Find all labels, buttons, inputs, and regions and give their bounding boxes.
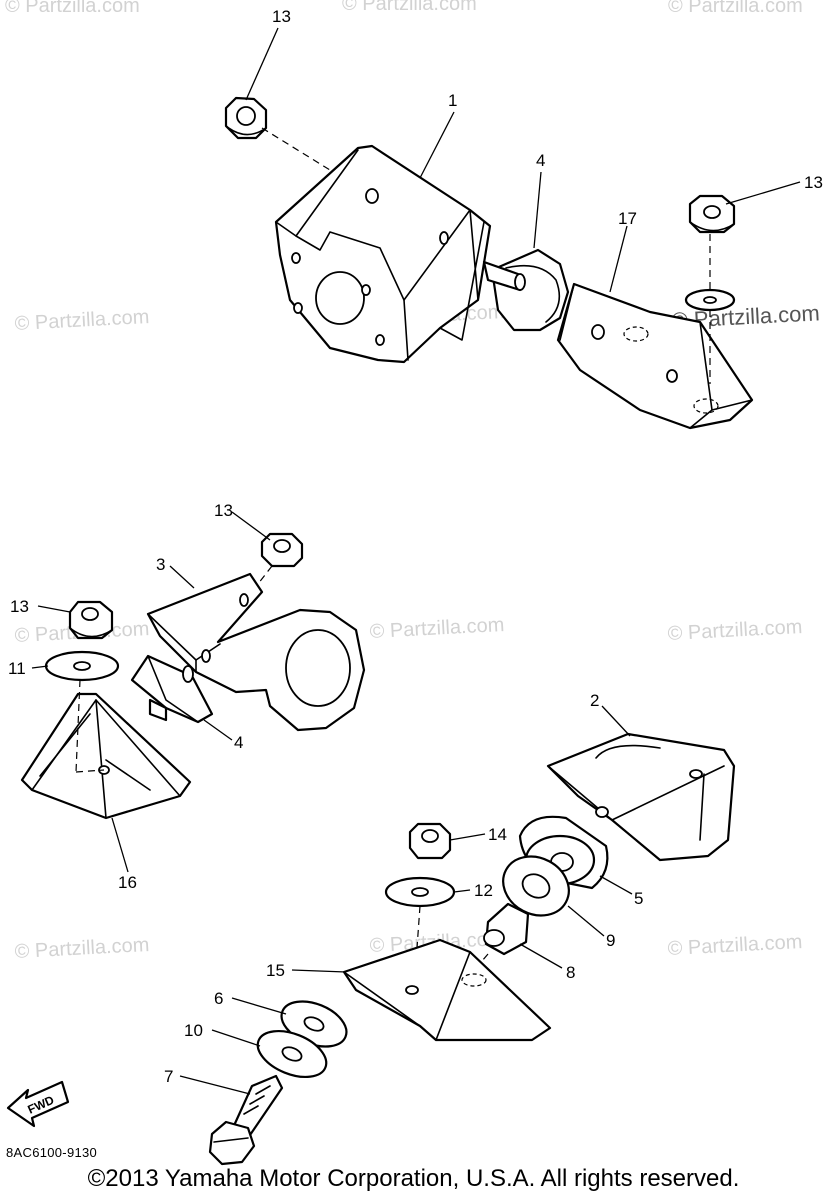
callout-9: 9 [606, 931, 615, 950]
callout-8: 8 [566, 963, 575, 982]
callout-16: 16 [118, 873, 137, 892]
callout-1: 1 [448, 91, 457, 110]
callout-3: 3 [156, 555, 165, 574]
washer-9 [502, 855, 570, 917]
callouts: 13 1 4 13 17 13 3 13 11 4 16 2 14 12 5 9… [8, 7, 823, 1086]
fastener-axis [261, 127, 373, 197]
callout-7: 7 [164, 1067, 173, 1086]
nut-13-mid-upper [260, 532, 304, 568]
callout-17: 17 [618, 209, 637, 228]
copyright-notice: ©2013 Yamaha Motor Corporation, U.S.A. A… [87, 1165, 740, 1192]
nut-14 [408, 822, 452, 860]
watermark: © Partzilla.com [668, 0, 803, 17]
callout-13: 13 [214, 501, 233, 520]
watermark: © Partzilla.com [14, 934, 150, 963]
callout-4: 4 [536, 151, 545, 170]
rubber-mount-5 [518, 815, 609, 890]
callout-4: 4 [234, 733, 243, 752]
engine-mount-4-mid [130, 654, 214, 724]
callout-13: 13 [804, 173, 823, 192]
callout-11: 11 [8, 659, 26, 678]
callout-12: 12 [474, 881, 493, 900]
nut-13-top [224, 96, 268, 140]
watermark: © Partzilla.com [342, 0, 477, 15]
bracket-2 [546, 732, 736, 862]
forward-arrow-icon: FWD [6, 1080, 70, 1128]
collar-8 [483, 902, 530, 956]
watermark: © Partzilla.com [369, 614, 505, 643]
callout-10: 10 [184, 1021, 203, 1040]
callout-2: 2 [590, 691, 599, 710]
bracket-3 [146, 572, 366, 732]
washer-right [684, 288, 736, 312]
bracket-15 [342, 938, 552, 1042]
watermark: © Partzilla.com [667, 616, 803, 645]
washer-12 [384, 876, 456, 908]
nut-13-right [688, 194, 736, 234]
engine-mount-4-top [482, 248, 570, 332]
bracket-16 [20, 679, 192, 820]
bracket-17 [556, 282, 754, 430]
diagram-code: 8AC6100-9130 [6, 1145, 98, 1160]
washer-11 [44, 650, 120, 682]
watermark: © Partzilla.com [14, 306, 150, 335]
leader-lines [31, 27, 801, 1095]
watermark: © Partzilla.com [667, 931, 803, 960]
callout-14: 14 [488, 825, 507, 844]
callout-13: 13 [10, 597, 29, 616]
engine-bracket-1 [274, 144, 492, 364]
callout-6: 6 [214, 989, 223, 1008]
nut-13-mid-left [68, 600, 114, 640]
callout-5: 5 [634, 889, 643, 908]
bolt-7 [208, 1074, 284, 1166]
watermark: © Partzilla.com [5, 0, 140, 17]
washer-10 [256, 1029, 328, 1079]
callout-13: 13 [272, 7, 291, 26]
callout-15: 15 [266, 961, 285, 980]
